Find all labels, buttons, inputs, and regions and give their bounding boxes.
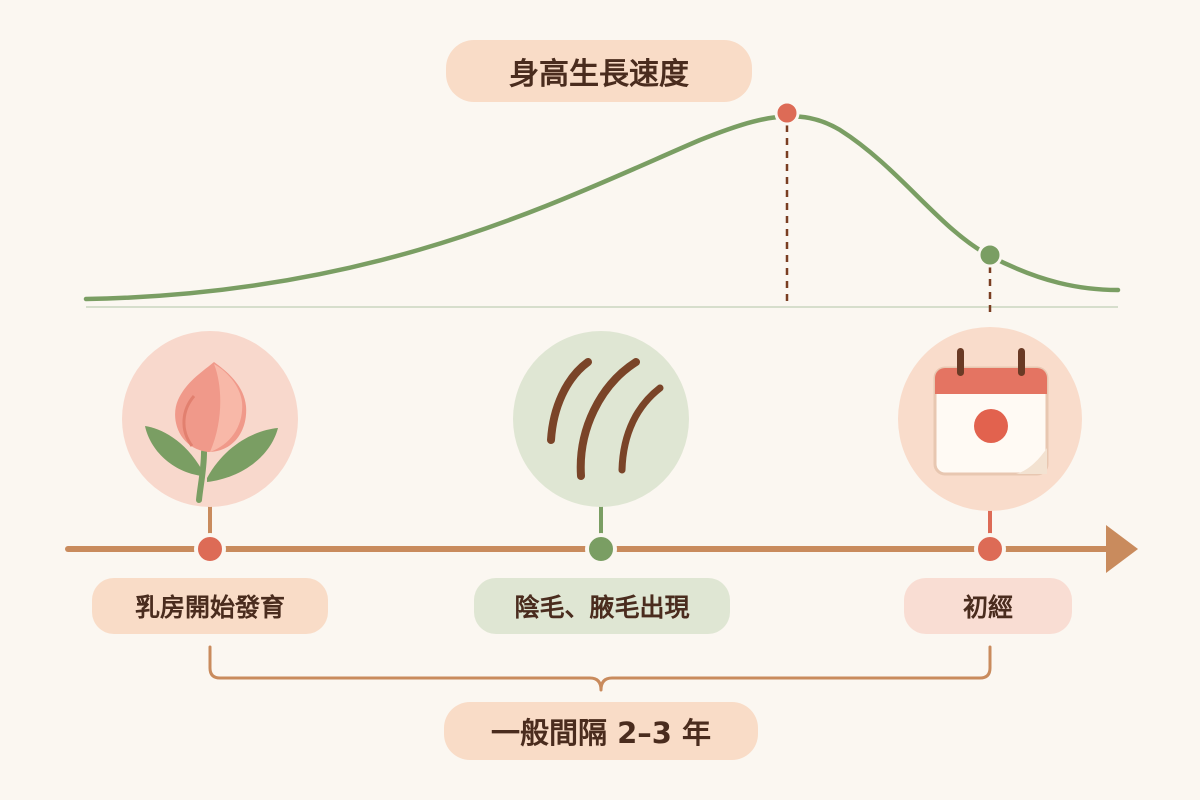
interval-label: 一般間隔 2–3 年: [444, 702, 758, 760]
interval-brace: [208, 645, 992, 692]
milestone-label-menarche: 初經: [904, 578, 1072, 634]
calendar-icon: [898, 327, 1082, 511]
timeline-dot-menarche: [974, 533, 1006, 565]
peak-velocity-marker: [774, 100, 800, 126]
hair-strands-icon: [513, 331, 689, 507]
milestone-label-breast: 乳房開始發育: [92, 578, 328, 634]
timeline-dot-hair: [585, 533, 617, 565]
curve-menarche-marker: [977, 242, 1003, 268]
chart-title: 身高生長速度: [446, 40, 752, 102]
flower-bud-icon: [122, 331, 298, 507]
milestone-label-hair: 陰毛、腋毛出現: [474, 578, 730, 634]
growth-velocity-curve: [83, 114, 1121, 302]
timeline-dot-breast: [194, 533, 226, 565]
timeline-arrowhead: [1106, 525, 1138, 573]
